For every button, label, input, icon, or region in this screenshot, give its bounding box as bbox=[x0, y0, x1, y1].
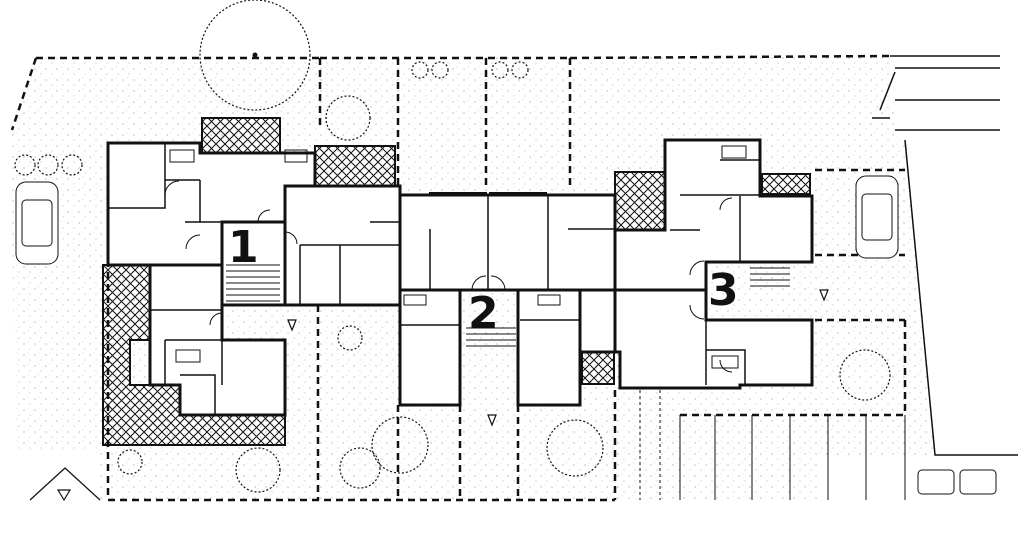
fixtures bbox=[169, 145, 747, 369]
car-right bbox=[855, 175, 899, 259]
door-icon bbox=[689, 260, 705, 276]
tree-icon bbox=[839, 349, 891, 401]
trees bbox=[14, 0, 891, 493]
door-icon bbox=[471, 275, 487, 291]
shrub-icon bbox=[511, 61, 529, 79]
shrub-icon bbox=[61, 154, 83, 176]
door-icon bbox=[257, 209, 271, 223]
tree-icon bbox=[339, 447, 381, 489]
entrance-markers bbox=[29, 289, 829, 502]
car-bottom-right bbox=[917, 469, 997, 495]
building-number-2: 2 bbox=[468, 288, 499, 339]
door-icon bbox=[185, 234, 201, 250]
parking-stalls bbox=[639, 390, 906, 500]
street bbox=[872, 55, 1018, 456]
doors bbox=[164, 180, 733, 373]
door-icon bbox=[284, 231, 298, 245]
door-icon bbox=[689, 304, 705, 320]
tree-icon bbox=[325, 95, 371, 141]
door-icon bbox=[209, 312, 223, 326]
door-icon bbox=[164, 180, 180, 196]
interior-walls bbox=[108, 143, 760, 415]
shrub-icon bbox=[491, 61, 509, 79]
shrub-icon bbox=[411, 61, 429, 79]
tree-icon bbox=[546, 419, 604, 477]
car-left bbox=[15, 181, 59, 265]
stairs bbox=[226, 264, 790, 347]
building-number-3: 3 bbox=[708, 265, 739, 316]
shrub-icon bbox=[431, 61, 449, 79]
shrub-icon bbox=[117, 449, 143, 475]
shrub-icon bbox=[14, 154, 36, 176]
building-number-1: 1 bbox=[228, 222, 259, 273]
shrub-icon bbox=[337, 325, 363, 351]
tree-icon bbox=[371, 416, 429, 474]
door-icon bbox=[490, 275, 506, 291]
tree-icon bbox=[235, 447, 281, 493]
tree-trunk-icon bbox=[252, 52, 258, 58]
door-icon bbox=[719, 197, 733, 211]
shrub-icon bbox=[37, 154, 59, 176]
large-tree-icon bbox=[199, 0, 311, 111]
